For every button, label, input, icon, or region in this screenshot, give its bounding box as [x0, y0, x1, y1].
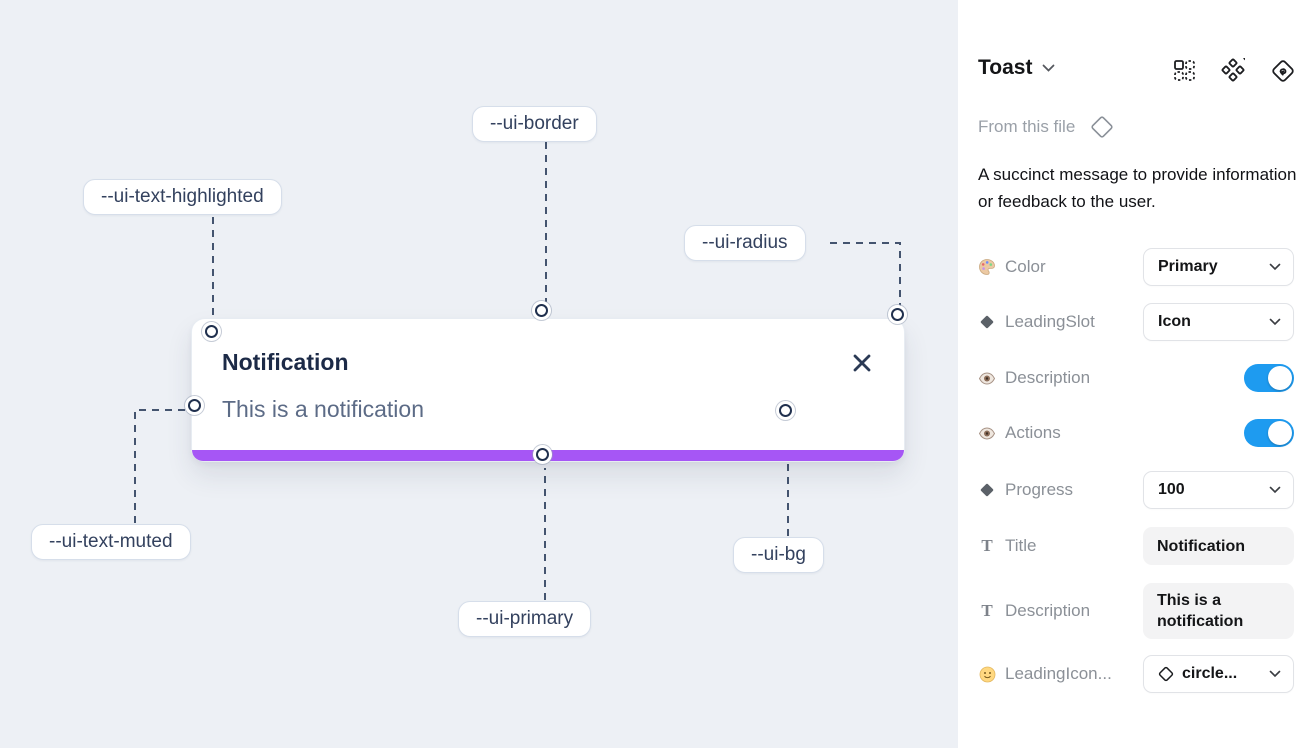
property-row-description-toggle: Description — [978, 359, 1294, 397]
actions-toggle[interactable] — [1244, 419, 1294, 447]
diamond-icon — [978, 314, 996, 330]
connector-dot-primary[interactable] — [536, 448, 549, 461]
property-label: Progress — [1005, 480, 1074, 499]
close-icon[interactable] — [850, 351, 874, 375]
diamond-icon — [978, 482, 996, 498]
property-label: Description — [1005, 368, 1091, 387]
connector-dot-bg[interactable] — [779, 404, 792, 417]
property-row-actions-toggle: Actions — [978, 414, 1294, 452]
color-select-value: Primary — [1158, 258, 1218, 275]
diamond-outline-icon[interactable] — [1089, 114, 1115, 140]
chevron-down-icon — [1269, 318, 1281, 326]
connector-dot-radius[interactable] — [891, 308, 904, 321]
annotation-ui-border: --ui-border — [472, 106, 597, 142]
eye-icon — [978, 426, 996, 440]
component-description: A succinct message to provide informatio… — [978, 165, 1297, 211]
leadingslot-select[interactable]: Icon — [1143, 303, 1294, 341]
toggle-knob — [1268, 421, 1292, 445]
properties-panel: Toast — [958, 0, 1312, 748]
property-label: LeadingIcon... — [1005, 664, 1112, 683]
leadingicon-select-value: circle... — [1182, 665, 1238, 682]
smiley-icon — [978, 666, 996, 683]
property-label: Title — [1005, 536, 1037, 555]
connector-dot-text-muted[interactable] — [188, 399, 201, 412]
annotation-ui-radius: --ui-radius — [684, 225, 806, 261]
leadingslot-select-value: Icon — [1158, 313, 1191, 330]
text-icon: T — [981, 601, 993, 620]
go-to-main-component-icon[interactable] — [1270, 58, 1296, 84]
property-label: Description — [1005, 601, 1091, 620]
annotation-ui-text-highlighted: --ui-text-highlighted — [83, 179, 282, 215]
diamond-outline-icon — [1158, 666, 1174, 682]
chevron-down-icon — [1043, 64, 1055, 72]
toast-component[interactable]: Notification This is a notification — [191, 318, 905, 462]
annotation-ui-bg: --ui-bg — [733, 537, 824, 573]
property-label: Actions — [1005, 423, 1061, 442]
design-canvas[interactable]: --ui-border --ui-text-highlighted --ui-r… — [0, 0, 958, 748]
property-row-leadingicon: LeadingIcon... circle... — [978, 655, 1294, 693]
progress-select[interactable]: 100 — [1143, 471, 1294, 509]
property-label: LeadingSlot — [1005, 312, 1095, 331]
description-field-value: This is a notification — [1157, 592, 1244, 630]
toggle-knob — [1268, 366, 1292, 390]
toast-description: This is a notification — [222, 396, 424, 422]
property-row-description-text: T Description This is a notification — [978, 583, 1294, 639]
chevron-down-icon — [1269, 670, 1281, 678]
chevron-down-icon — [1269, 486, 1281, 494]
component-title-dropdown[interactable]: Toast — [978, 56, 1055, 80]
title-field[interactable]: Notification — [1143, 527, 1294, 565]
connector-dot-text-highlighted[interactable] — [205, 325, 218, 338]
progress-select-value: 100 — [1158, 481, 1185, 498]
instance-grid-icon[interactable] — [1172, 58, 1196, 82]
property-row-color: Color Primary — [978, 248, 1294, 286]
palette-icon — [978, 258, 996, 276]
text-icon: T — [981, 536, 993, 555]
color-select[interactable]: Primary — [1143, 248, 1294, 286]
property-row-title: T Title Notification — [978, 527, 1294, 565]
chevron-down-icon — [1269, 263, 1281, 271]
annotation-ui-primary: --ui-primary — [458, 601, 592, 637]
leadingicon-select[interactable]: circle... — [1143, 655, 1294, 693]
component-title: Toast — [978, 56, 1033, 79]
description-field[interactable]: This is a notification — [1143, 583, 1294, 639]
source-label: From this file — [978, 117, 1076, 136]
component-diamonds-icon[interactable] — [1221, 58, 1245, 82]
description-toggle[interactable] — [1244, 364, 1294, 392]
connector-dot-border[interactable] — [535, 304, 548, 317]
property-row-leadingslot: LeadingSlot Icon — [978, 303, 1294, 341]
eye-icon — [978, 371, 996, 385]
property-label: Color — [1005, 257, 1046, 276]
toast-title: Notification — [222, 349, 349, 375]
title-field-value: Notification — [1157, 537, 1245, 555]
annotation-ui-text-muted: --ui-text-muted — [31, 524, 191, 560]
property-row-progress: Progress 100 — [978, 471, 1294, 509]
